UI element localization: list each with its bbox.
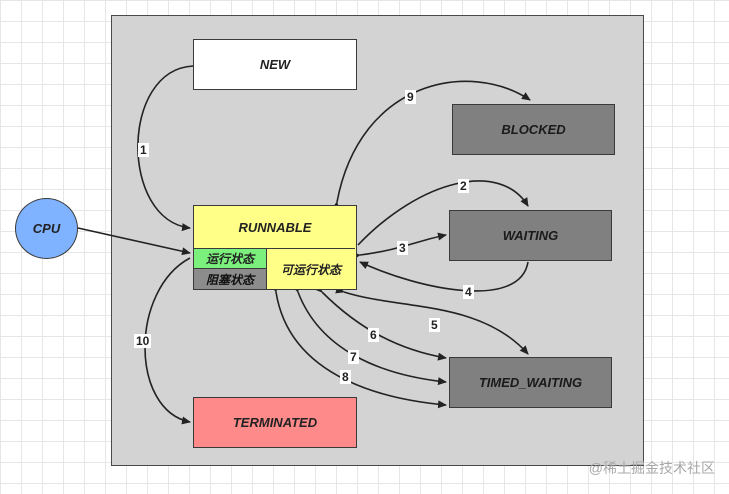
edge-label-2: 2 bbox=[458, 179, 469, 193]
state-new: NEW bbox=[193, 39, 357, 90]
edge-cpu bbox=[77, 227, 191, 256]
state-new-label: NEW bbox=[259, 57, 291, 72]
substate-running: 运行状态 bbox=[194, 248, 267, 268]
edge-10 bbox=[144, 257, 191, 425]
state-terminated-label: TERMINATED bbox=[232, 415, 318, 430]
runnable-title: RUNNABLE bbox=[238, 219, 312, 235]
edge-label-6: 6 bbox=[368, 328, 379, 342]
edge-label-9: 9 bbox=[405, 90, 416, 104]
state-blocked: BLOCKED bbox=[452, 104, 615, 155]
edge-1 bbox=[137, 65, 194, 232]
state-waiting: WAITING bbox=[449, 210, 612, 261]
state-timed-waiting-label: TIMED_WAITING bbox=[478, 375, 583, 390]
state-waiting-label: WAITING bbox=[502, 228, 559, 243]
cpu-label: CPU bbox=[32, 221, 61, 236]
state-runnable: RUNNABLE 运行状态 阻塞状态 可运行状态 bbox=[193, 205, 357, 290]
cpu-node: CPU bbox=[15, 198, 78, 259]
edge-label-4: 4 bbox=[463, 285, 474, 299]
substate-blocked: 阻塞状态 bbox=[194, 268, 267, 289]
edge-8 bbox=[270, 283, 447, 409]
edge-label-10: 10 bbox=[134, 334, 152, 348]
edge-label-8: 8 bbox=[340, 370, 351, 384]
edge-2 bbox=[357, 180, 529, 246]
edge-3 bbox=[351, 232, 447, 260]
edge-4 bbox=[359, 261, 529, 292]
state-blocked-label: BLOCKED bbox=[501, 122, 566, 137]
edge-9 bbox=[331, 80, 531, 211]
state-timed-waiting: TIMED_WAITING bbox=[449, 357, 612, 408]
edge-label-7: 7 bbox=[348, 350, 359, 364]
edge-label-5: 5 bbox=[429, 318, 440, 332]
state-terminated: TERMINATED bbox=[193, 397, 357, 448]
edge-6 bbox=[313, 283, 447, 361]
edge-label-1: 1 bbox=[138, 143, 149, 157]
watermark: @稀土掘金技术社区 bbox=[588, 460, 715, 476]
edge-label-3: 3 bbox=[397, 241, 408, 255]
substate-ready: 可运行状态 bbox=[267, 248, 355, 289]
